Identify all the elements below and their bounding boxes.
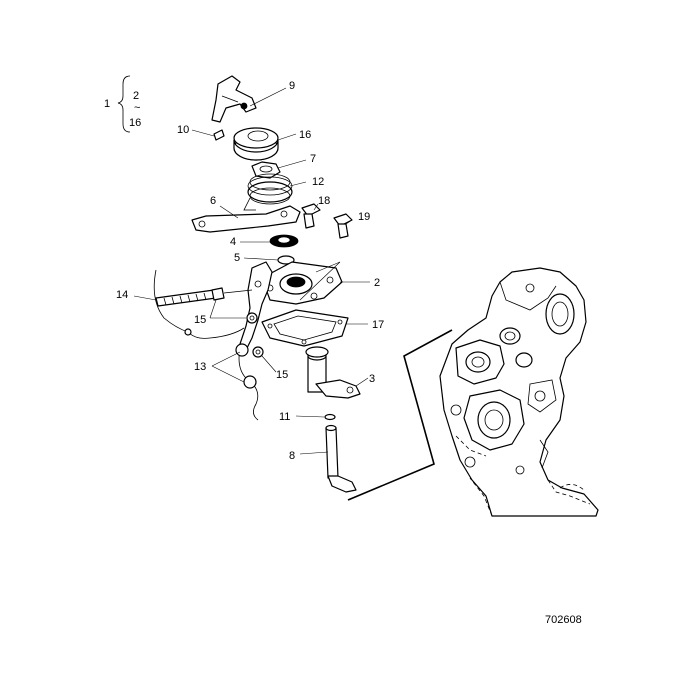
part-3-shaft [305,346,361,399]
callout-13: 13 [194,361,206,373]
callout-3: 3 [369,373,375,385]
callout-15-upper: 15 [194,314,206,326]
engine-housing [439,267,599,517]
callout-labels: 9 10 16 7 12 6 18 19 4 5 2 14 15 17 13 1… [116,80,384,462]
callout-6: 6 [210,195,216,207]
part-9-clip [211,75,257,123]
cable-grommet-upper [235,343,249,357]
assembly-range-start: 2 [133,90,139,102]
callout-19: 19 [358,211,370,223]
part-10-pin [213,129,225,141]
callout-9: 9 [289,80,295,92]
part-4-washer [269,234,299,248]
part-18-bolt [301,203,321,229]
part-14-rod [155,287,253,307]
part-2-cover [261,261,343,305]
callout-5: 5 [234,252,240,264]
assembly-range-sep: ~ [134,102,140,114]
callout-8: 8 [289,450,295,462]
callout-12: 12 [312,176,324,188]
part-12-spring [243,173,293,211]
callout-7: 7 [310,153,316,165]
callout-4: 4 [230,236,236,248]
callout-10: 10 [177,124,189,136]
part-19-bolt [333,213,353,239]
part-6-lever [191,205,301,233]
assembly-bracket: 1 2 ~ 16 [104,75,141,133]
callout-17: 17 [372,319,384,331]
assembly-number: 1 [104,98,110,110]
callout-15-lower: 15 [276,369,288,381]
callout-18: 18 [318,195,330,207]
callout-16: 16 [299,129,311,141]
assembly-range-end: 16 [129,117,141,129]
shift-bracket [239,261,273,358]
cable-end [184,328,192,336]
part-17-gasket [261,309,349,347]
part-7-nut [251,161,281,179]
drawing-number: 702608 [545,614,582,626]
callout-2: 2 [374,277,380,289]
callout-11: 11 [279,411,290,423]
part-11-oring [324,413,336,421]
connection-line [347,329,453,501]
callout-14: 14 [116,289,128,301]
part-16-collar [233,127,279,161]
part-8-rod [325,424,357,493]
cable-grommet-lower [243,375,257,389]
leader-lines [133,87,370,455]
